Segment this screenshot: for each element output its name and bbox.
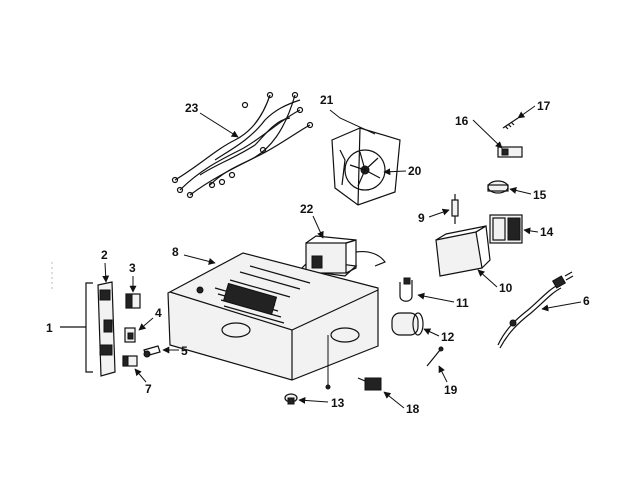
callout-12: 12 xyxy=(441,330,455,344)
part-switch-4 xyxy=(124,327,136,343)
callout-4: 4 xyxy=(155,306,162,320)
part-wire-harness xyxy=(171,91,314,199)
callout-20: 20 xyxy=(408,164,422,178)
callout-9: 9 xyxy=(418,211,425,225)
part-capacitor-block xyxy=(489,214,523,244)
part-capacitor-clip xyxy=(399,277,413,302)
part-jumper-wire xyxy=(426,346,444,367)
callout-17: 17 xyxy=(537,99,551,113)
callout-6: 6 xyxy=(583,294,590,308)
callout-5: 5 xyxy=(181,344,188,358)
part-switch-7 xyxy=(122,355,138,367)
callout-2: 2 xyxy=(101,248,108,262)
callout-1: 1 xyxy=(46,321,53,335)
part-capacitor xyxy=(391,312,424,336)
part-fan-assembly xyxy=(331,127,401,206)
part-lever-5 xyxy=(143,345,161,358)
part-thermostat xyxy=(487,180,509,194)
callout-15: 15 xyxy=(533,188,547,202)
callout-13: 13 xyxy=(331,396,345,410)
callout-16: 16 xyxy=(455,114,469,128)
part-transformer xyxy=(298,235,386,277)
callout-22: 22 xyxy=(300,202,314,216)
callout-8: 8 xyxy=(172,245,179,259)
callout-11: 11 xyxy=(456,296,469,310)
part-switch-3 xyxy=(125,293,141,309)
callout-7: 7 xyxy=(145,382,152,396)
part-latch-clip xyxy=(497,146,523,158)
part-fuse xyxy=(451,194,459,224)
part-interlock-assembly xyxy=(60,281,116,377)
callout-23: 23 xyxy=(185,101,199,115)
part-mounting-bracket xyxy=(435,225,491,277)
part-power-cord xyxy=(497,271,574,349)
part-door-switch xyxy=(357,377,382,391)
part-base-plate xyxy=(167,252,379,381)
callout-3: 3 xyxy=(129,261,136,275)
part-foot xyxy=(284,393,298,405)
callout-18: 18 xyxy=(406,402,420,416)
callout-10: 10 xyxy=(499,281,513,295)
callout-14: 14 xyxy=(540,225,554,239)
callout-19: 19 xyxy=(444,383,458,397)
part-screw-17 xyxy=(502,117,519,130)
callout-21: 21 xyxy=(320,93,334,107)
